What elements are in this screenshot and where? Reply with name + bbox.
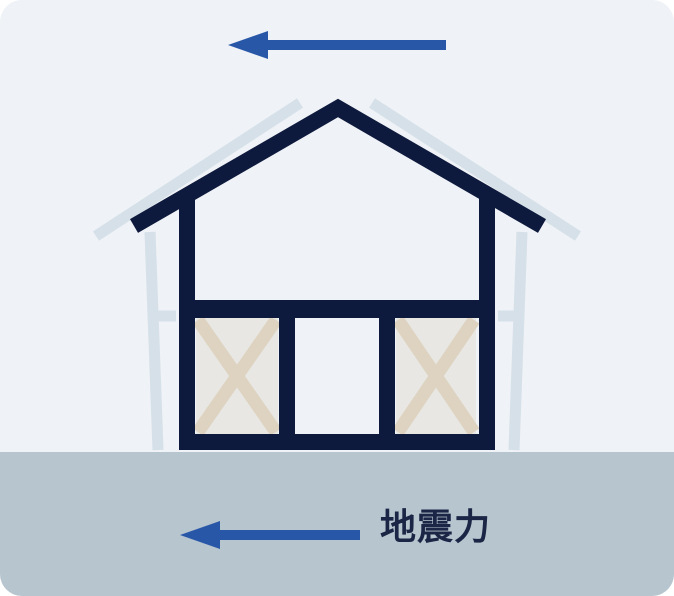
ghost-wall-right [508, 231, 528, 451]
roof-motion-arrow-left-icon [228, 31, 446, 59]
ghost-roof-left [92, 98, 304, 241]
house-frame [129, 98, 547, 450]
ghost-house-outline [92, 98, 581, 451]
brace-right-diagonal-2 [392, 316, 480, 436]
ground [0, 452, 674, 596]
cross-braces [192, 316, 480, 436]
brace-left-diagonal-2 [192, 316, 282, 436]
ghost-wall-left [144, 231, 164, 451]
roof [129, 98, 547, 233]
seismic-force-label: 地震力 [380, 507, 492, 548]
ground-motion-arrow-left-icon [180, 521, 360, 549]
ghost-roof-right [369, 98, 581, 241]
